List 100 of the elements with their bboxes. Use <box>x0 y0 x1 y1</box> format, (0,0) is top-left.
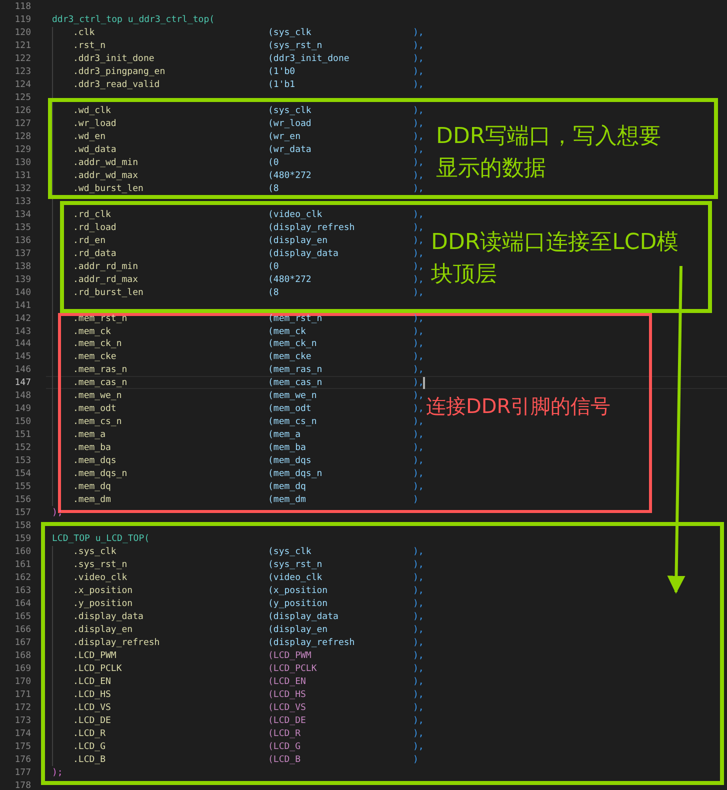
signal-name: (display_data <box>268 248 338 260</box>
line-number: 166 <box>14 624 31 636</box>
line-number: 136 <box>14 234 31 247</box>
bracket-text: ), <box>413 234 424 247</box>
bracket-text: ), <box>413 40 424 52</box>
signal-name: (x_position <box>268 585 328 598</box>
signal-name: (mem_odt <box>268 403 312 416</box>
signal-name: (display_refresh <box>268 637 355 650</box>
signal-name: (LCD_R <box>268 728 301 740</box>
signal-name: (mem_ba <box>268 442 306 454</box>
port-name: .mem_dqs_n <box>73 468 128 480</box>
signal-name: (1'b0 <box>268 66 296 78</box>
signal-name: (display_en <box>268 234 328 247</box>
line-number: 131 <box>14 170 31 182</box>
line-number: 171 <box>14 688 31 701</box>
line-number: 151 <box>14 429 31 442</box>
port-name: .mem_we_n <box>73 390 122 402</box>
line-number: 167 <box>14 637 31 650</box>
bracket-text: ), <box>413 403 424 416</box>
signal-name: (LCD_PWM <box>268 650 312 662</box>
line-number: 147 <box>14 377 31 390</box>
line-number: 163 <box>14 585 31 598</box>
closing-bracket: ); <box>52 766 63 779</box>
line-number: 174 <box>14 728 31 740</box>
line-number: 123 <box>14 66 31 78</box>
port-name: .wd_burst_len <box>73 182 144 195</box>
bracket-text: ) <box>413 494 418 506</box>
bracket-text: ), <box>413 637 424 650</box>
bracket-text: ), <box>413 676 424 688</box>
signal-name: (mem_dq <box>268 481 306 494</box>
bracket-text: ), <box>413 170 424 182</box>
bracket-text: ), <box>413 546 424 558</box>
signal-name: (0 <box>268 156 279 169</box>
signal-name: (video_clk <box>268 572 322 584</box>
line-number: 129 <box>14 144 31 156</box>
module-header: ddr3_ctrl_top u_ddr3_ctrl_top( <box>52 14 215 26</box>
line-number: 159 <box>14 533 31 546</box>
line-number: 134 <box>14 208 31 221</box>
bracket-text: ), <box>413 442 424 454</box>
signal-name: (8 <box>268 182 279 195</box>
line-number: 122 <box>14 52 31 65</box>
port-name: .sys_clk <box>73 546 116 558</box>
port-name: .ddr3_read_valid <box>73 78 160 91</box>
port-name: .mem_cke <box>73 351 116 364</box>
line-number: 162 <box>14 572 31 584</box>
bracket-text: ), <box>413 248 424 260</box>
signal-name: (mem_dqs <box>268 455 312 468</box>
port-name: .addr_wd_max <box>73 170 138 182</box>
port-name: .mem_rst_n <box>73 312 128 325</box>
line-number: 121 <box>14 40 31 52</box>
signal-name: (sys_rst_n <box>268 40 322 52</box>
bracket-text: ), <box>413 156 424 169</box>
bracket-text: ), <box>413 364 424 376</box>
signal-name: (LCD_EN <box>268 676 306 688</box>
signal-name: (LCD_VS <box>268 702 306 714</box>
line-number: 177 <box>14 766 31 779</box>
port-name: .rst_n <box>73 40 106 52</box>
bracket-text: ), <box>413 260 424 273</box>
highlight-box <box>41 522 724 785</box>
line-number: 130 <box>14 156 31 169</box>
bracket-text: ), <box>413 390 424 402</box>
port-name: .addr_wd_min <box>73 156 138 169</box>
bracket-text: ), <box>413 326 424 338</box>
line-number: 132 <box>14 182 31 195</box>
signal-name: (mem_we_n <box>268 390 317 402</box>
signal-name: (display_en <box>268 624 328 636</box>
line-number: 168 <box>14 650 31 662</box>
port-name: .LCD_HS <box>73 688 111 701</box>
port-name: .y_position <box>73 598 133 610</box>
line-number: 164 <box>14 598 31 610</box>
port-name: .rd_burst_len <box>73 286 144 299</box>
bracket-text: ), <box>413 702 424 714</box>
signal-name: (480*272 <box>268 274 312 286</box>
port-name: .addr_rd_min <box>73 260 138 273</box>
line-number: 135 <box>14 222 31 234</box>
line-number: 170 <box>14 676 31 688</box>
bracket-text: ), <box>413 351 424 364</box>
bracket-text: ), <box>413 182 424 195</box>
bracket-text: ), <box>413 118 424 130</box>
line-number: 144 <box>14 338 31 350</box>
line-number: 125 <box>14 92 31 104</box>
signal-name: (LCD_B <box>268 754 301 766</box>
bracket-text: ), <box>413 559 424 572</box>
bracket-text: ), <box>413 468 424 480</box>
signal-name: (LCD_PCLK <box>268 662 317 675</box>
line-number: 124 <box>14 78 31 91</box>
port-name: .mem_cas_n <box>73 377 128 390</box>
bracket-text: ), <box>413 611 424 624</box>
signal-name: (mem_rst_n <box>268 312 322 325</box>
signal-name: (mem_cas_n <box>268 377 322 390</box>
line-number: 141 <box>14 300 31 312</box>
line-number: 120 <box>14 26 31 39</box>
line-number: 176 <box>14 754 31 766</box>
line-number: 119 <box>14 14 31 26</box>
port-name: .display_data <box>73 611 144 624</box>
bracket-text: ), <box>413 52 424 65</box>
signal-name: (LCD_HS <box>268 688 306 701</box>
line-number: 160 <box>14 546 31 558</box>
signal-name: (y_position <box>268 598 328 610</box>
port-name: .display_en <box>73 624 133 636</box>
